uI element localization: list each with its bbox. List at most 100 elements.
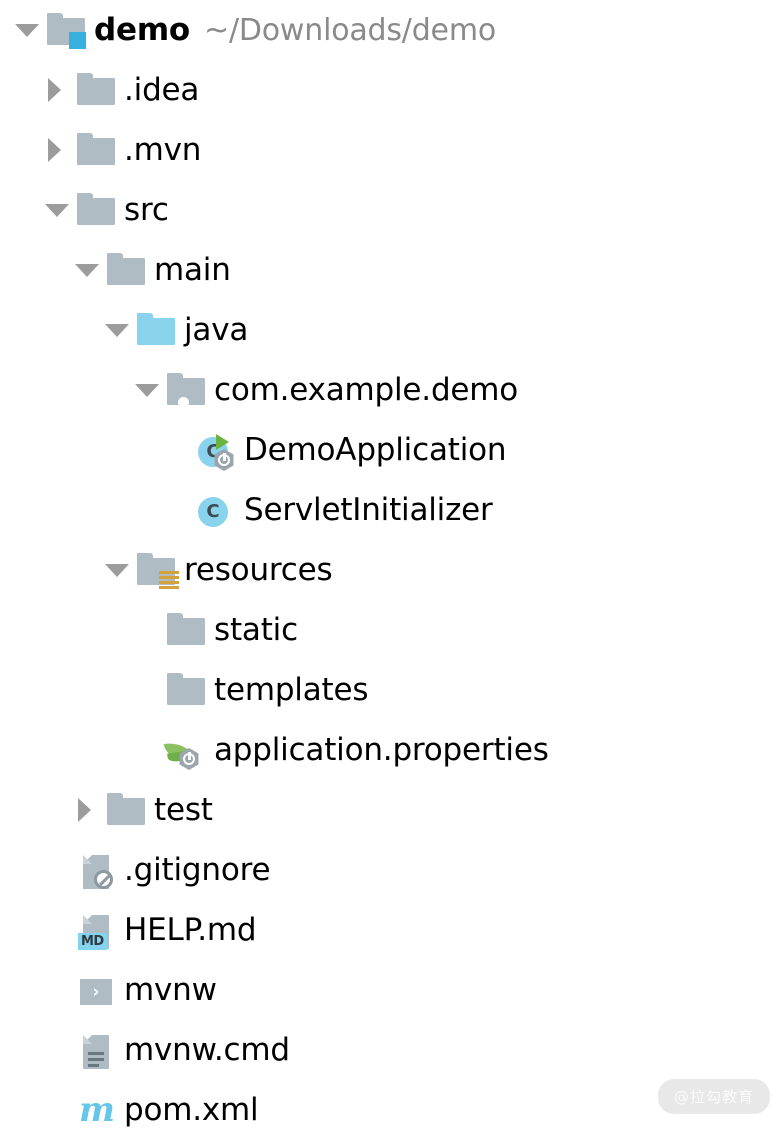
tree-row-label: templates [214,671,369,708]
folder-shape [107,253,145,285]
tree-row[interactable]: › mvnw [0,960,782,1020]
package-dot [178,397,189,408]
indent-spacer [0,750,130,751]
maven-pom-icon: m [74,1088,118,1132]
twisty-placeholder [40,900,74,960]
tree-row[interactable]: demo ~/Downloads/demo [0,0,782,60]
folder-shape [167,673,205,705]
spring-properties-icon [163,728,208,772]
tree-row-label: application.properties [214,731,549,768]
indent-spacer [0,450,160,451]
sources-root-folder-icon [134,308,178,352]
folder-shape [167,613,205,645]
markdown-file-icon: MD [74,908,118,952]
folder-shape [137,313,175,345]
shell-script-icon: › [74,968,118,1012]
tree-row-label: .gitignore [124,851,271,888]
tree-row[interactable]: .mvn [0,120,782,180]
chevron-down-icon[interactable] [130,360,164,420]
folder-shape [107,793,145,825]
tree-row[interactable]: test [0,780,782,840]
tree-row[interactable]: .idea [0,60,782,120]
text-lines-icon [88,1052,104,1070]
tree-row[interactable]: MD HELP.md [0,900,782,960]
tree-row[interactable]: templates [0,660,782,720]
tree-row[interactable]: main [0,240,782,300]
tree-row[interactable]: resources [0,540,782,600]
tree-row-path: ~/Downloads/demo [204,12,496,48]
module-badge-icon [69,32,86,49]
chevron-down-icon[interactable] [100,300,134,360]
indent-spacer [0,930,40,931]
folder-shape [77,193,115,225]
tree-row-label: resources [184,551,333,588]
spring-boot-badge-icon [179,748,199,770]
markdown-badge-icon: MD [78,933,107,950]
indent-spacer [0,270,70,271]
package-icon [164,368,208,412]
folder-icon [104,788,148,832]
twisty-placeholder [40,960,74,1020]
ignored-file-icon [74,848,118,892]
folder-shape [137,553,179,589]
chevron-down-icon[interactable] [10,0,44,60]
tree-row-label: src [124,191,169,228]
chevron-right-icon[interactable] [70,780,104,840]
tree-row[interactable]: static [0,600,782,660]
chevron-down-icon[interactable] [100,540,134,600]
tree-row-label: mvnw.cmd [124,1031,290,1068]
folder-shape [47,13,86,49]
indent-spacer [0,990,40,991]
folder-icon [74,188,118,232]
indent-spacer [0,810,70,811]
chevron-down-icon[interactable] [70,240,104,300]
folder-shape [77,73,115,105]
resources-badge-icon [159,571,179,591]
tree-row[interactable]: .gitignore [0,840,782,900]
folder-shape [167,373,205,408]
folder-icon [104,248,148,292]
resources-root-folder-icon [134,548,179,592]
tree-row[interactable]: com.example.demo [0,360,782,420]
chevron-right-icon[interactable] [40,120,74,180]
spring-boot-main-class-icon: C [194,428,238,472]
twisty-placeholder [130,720,164,780]
tree-row[interactable]: application.properties [0,720,782,780]
twisty-placeholder [40,1020,74,1080]
indent-spacer [0,870,40,871]
tree-row-label: demo [94,11,191,48]
tree-row-label: main [154,251,231,288]
ignored-badge-icon [94,870,113,889]
tree-row-label: .mvn [124,131,202,168]
tree-row[interactable]: mvnw.cmd [0,1020,782,1080]
tree-row-label: HELP.md [124,911,257,948]
module-folder-icon [44,8,88,52]
chevron-right-icon[interactable] [40,60,74,120]
indent-spacer [0,1050,40,1051]
indent-spacer [0,570,100,571]
class-circle-icon: C [198,497,228,527]
chevron-down-icon[interactable] [40,180,74,240]
maven-m-icon: m [79,1090,115,1130]
tree-row-label: .idea [124,71,200,108]
folder-icon [74,68,118,112]
shell-script-shape: › [80,979,112,1005]
text-file-icon [74,1028,118,1072]
twisty-placeholder [160,420,194,480]
twisty-placeholder [130,600,164,660]
tree-row-label: mvnw [124,971,217,1008]
indent-spacer [0,630,130,631]
java-class-icon: C [194,488,238,532]
indent-spacer [0,90,40,91]
spring-boot-badge-icon [214,449,234,471]
twisty-placeholder [40,840,74,900]
indent-spacer [0,1110,40,1111]
tree-row[interactable]: src [0,180,782,240]
tree-row-label: DemoApplication [244,431,507,468]
indent-spacer [0,150,40,151]
tree-row[interactable]: java [0,300,782,360]
